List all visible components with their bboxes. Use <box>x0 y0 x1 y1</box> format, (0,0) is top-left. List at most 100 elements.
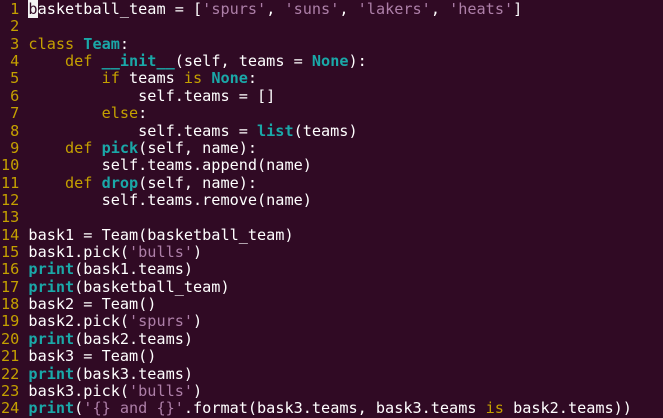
code-token: teams <box>119 69 184 88</box>
line-number: 10 <box>1 156 20 175</box>
code-token: if <box>101 69 120 88</box>
code-token <box>28 139 65 157</box>
code-token: bask1.pick( <box>28 243 130 262</box>
code-line-12: 12 self.teams.remove(name) <box>1 190 663 209</box>
code-token: self.teams.append(name) <box>28 156 312 175</box>
code-line-11: 11 def drop(self, name): <box>1 173 663 192</box>
code-token: bask2 = Team() <box>28 295 157 314</box>
code-token: 'lakers' <box>357 0 431 18</box>
line-number: 14 <box>1 225 20 244</box>
code-line-8: 8 self.teams = list(teams) <box>1 121 663 140</box>
code-token: 'suns' <box>284 0 340 18</box>
line-number: 19 <box>1 312 20 331</box>
code-token <box>28 174 65 192</box>
line-number: 15 <box>1 243 20 262</box>
code-token: def <box>65 52 93 71</box>
line-number: 8 <box>10 121 20 140</box>
line-number: 1 <box>10 0 20 18</box>
code-token: ] <box>513 0 523 18</box>
code-token: ): <box>348 52 367 71</box>
code-token: Team <box>83 34 120 53</box>
line-number: 18 <box>1 295 20 314</box>
code-token: def <box>65 138 93 157</box>
code-token: bask1 = Team(basketball_team) <box>28 225 294 244</box>
code-token: 'spurs' <box>202 0 267 18</box>
code-token: bask2.pick( <box>28 312 130 331</box>
line-number: 21 <box>1 347 20 366</box>
code-token: list <box>257 121 294 140</box>
line-number: 20 <box>1 329 20 348</box>
code-line-2: 2 <box>1 17 663 36</box>
text-cursor: b <box>28 0 38 18</box>
code-token: (teams) <box>293 121 358 140</box>
code-line-3: 3 class Team: <box>1 34 663 53</box>
code-token: is <box>485 399 504 418</box>
code-line-18: 18 bask2 = Team() <box>1 295 663 314</box>
line-number: 23 <box>1 381 20 400</box>
code-token: def <box>65 173 93 192</box>
code-token: None <box>311 52 349 71</box>
code-line-20: 20 print(bask2.teams) <box>1 329 663 348</box>
line-number: 9 <box>10 138 20 157</box>
line-number: 2 <box>10 17 20 36</box>
code-token: (bask3.teams) <box>74 364 194 383</box>
code-token: 'bulls' <box>129 243 194 262</box>
code-line-4: 4 def __init__(self, teams = None): <box>1 52 663 71</box>
line-number: 6 <box>10 86 20 105</box>
code-token: is <box>183 69 203 88</box>
line-number: 22 <box>1 364 20 383</box>
code-token: asketball_team = [ <box>37 0 203 18</box>
code-token: pick <box>101 138 139 157</box>
code-token: None <box>211 69 248 88</box>
code-token: ) <box>193 381 203 400</box>
code-token <box>92 174 101 192</box>
line-number: 5 <box>10 69 20 88</box>
code-token <box>28 52 65 70</box>
code-token: '{} and {}' <box>83 399 184 418</box>
code-token: : <box>119 34 130 53</box>
line-number: 11 <box>1 173 20 192</box>
code-token: (bask2.teams) <box>74 329 194 348</box>
code-token: : <box>247 69 258 88</box>
code-token: class <box>28 34 75 53</box>
code-token: (bask1.teams) <box>74 260 194 279</box>
code-line-10: 10 self.teams.append(name) <box>1 156 663 175</box>
code-line-5: 5 if teams is None: <box>1 69 663 88</box>
code-token <box>202 69 211 87</box>
code-token: .format(bask3.teams, bask3.teams <box>183 399 486 418</box>
code-line-15: 15 bask1.pick('bulls') <box>1 243 663 262</box>
code-token: __init__ <box>101 52 175 71</box>
code-line-16: 16 print(bask1.teams) <box>1 260 663 279</box>
code-token: 'spurs' <box>129 312 194 331</box>
code-line-13: 13 <box>1 208 663 226</box>
code-token: drop <box>101 173 139 192</box>
code-line-7: 7 else: <box>1 104 663 122</box>
code-token: ) <box>193 243 203 262</box>
code-token: (self, name): <box>138 138 258 157</box>
code-line-6: 6 self.teams = [] <box>1 86 663 105</box>
code-token: ) <box>193 312 203 331</box>
code-token: (self, name): <box>138 173 258 192</box>
code-token: print <box>28 277 75 296</box>
code-token <box>28 69 101 87</box>
code-token: print <box>28 329 75 348</box>
code-line-14: 14 bask1 = Team(basketball_team) <box>1 225 663 244</box>
line-number: 16 <box>1 260 20 279</box>
code-token: print <box>28 260 75 279</box>
line-number: 24 <box>1 399 20 418</box>
code-token <box>92 52 101 70</box>
line-number: 3 <box>10 34 20 53</box>
code-line-19: 19 bask2.pick('spurs') <box>1 312 663 331</box>
code-token: bask2.teams)) <box>503 399 632 418</box>
code-token <box>28 104 101 122</box>
line-number: 12 <box>1 190 20 209</box>
code-token: 'bulls' <box>129 381 194 400</box>
code-line-23: 23 bask3.pick('bulls') <box>1 381 663 400</box>
code-token: bask3.pick( <box>28 381 130 400</box>
code-token <box>74 35 83 53</box>
code-token: (self, teams = <box>174 52 312 71</box>
